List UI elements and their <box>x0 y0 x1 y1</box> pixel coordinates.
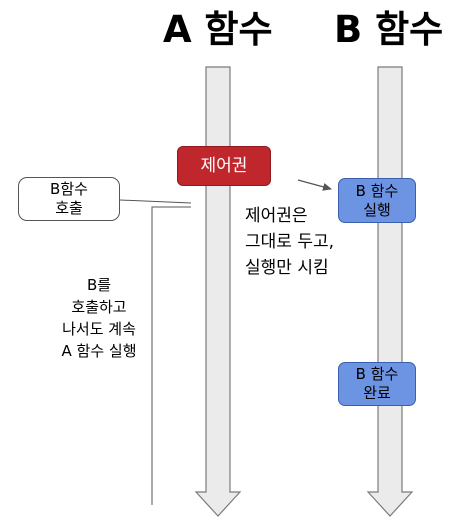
control-kept-note: 제어권은 그대로 두고, 실행만 시킴 <box>245 206 335 278</box>
control-to-b-arrow <box>297 179 332 191</box>
continue-bracket-line <box>151 206 191 505</box>
a-function-title: A 함수 <box>163 8 273 51</box>
b-function-title: B 함수 <box>334 8 444 51</box>
a-continues-note: B를 호출하고 나서도 계속 A 함수 실행 <box>61 276 137 360</box>
b-function-lifeline <box>366 66 414 517</box>
call-connector-line <box>119 199 192 204</box>
control-box: 제어권 <box>177 146 271 186</box>
b-call-box: B함수 호출 <box>18 177 120 221</box>
b-execute-box: B 함수 실행 <box>338 178 416 223</box>
a-function-lifeline <box>194 66 242 517</box>
b-complete-box: B 함수 완료 <box>338 362 416 406</box>
